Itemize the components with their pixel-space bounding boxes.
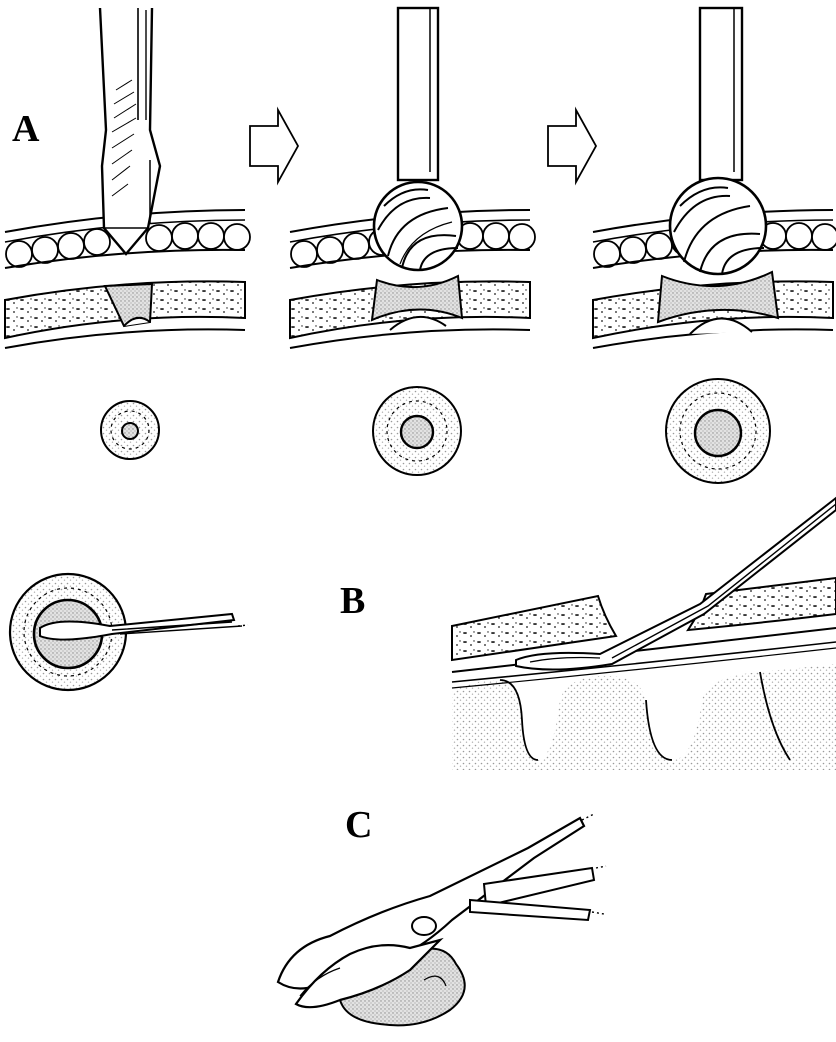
osteotome-icon — [100, 8, 160, 254]
hollow-right-arrow-icon — [548, 110, 596, 182]
round-burr-icon — [670, 8, 766, 274]
panel-label-c: C — [345, 806, 372, 844]
dura-cross-section — [452, 578, 836, 770]
hole-top-view-large — [666, 379, 770, 483]
hollow-right-arrow-icon — [250, 110, 298, 182]
hole-top-view-medium — [373, 387, 461, 475]
round-burr-icon — [374, 8, 462, 270]
panel-label-b: B — [340, 582, 365, 620]
panel-label-a: A — [12, 110, 39, 148]
hole-top-view-small — [101, 401, 159, 459]
